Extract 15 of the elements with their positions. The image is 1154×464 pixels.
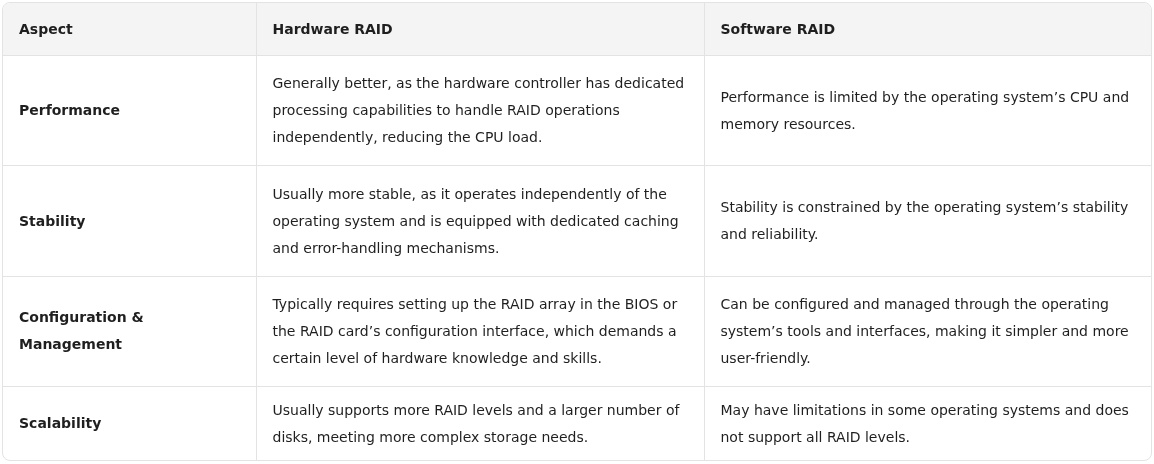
cell-text: Stability is constrained by the operating system’s stability and reliability. bbox=[720, 199, 1129, 243]
cell-text: Generally better, as the hardware controller has dedicated processing capabilities to handle RAID operations independently, reducing the CPU load. bbox=[272, 75, 685, 146]
column-header: Hardware RAID bbox=[272, 20, 393, 37]
row-header: Performance bbox=[19, 102, 121, 119]
row-header: Configuration & Management bbox=[19, 309, 144, 353]
cell-text: Can be configured and managed through the operating system’s tools and interfaces, making it simpler and more user-friendly. bbox=[720, 295, 1129, 366]
row-header: Scalability bbox=[19, 415, 102, 432]
cell-text: Usually supports more RAID levels and a larger number of disks, meeting more complex storage needs. bbox=[272, 401, 680, 445]
cell-text: Performance is limited by the operating system’s CPU and memory resources. bbox=[720, 88, 1130, 132]
cell-text: Typically requires setting up the RAID array in the BIOS or the RAID card’s configuration interface, which demands a certain level of hardware knowledge and skills. bbox=[272, 295, 678, 366]
column-header: Software RAID bbox=[720, 20, 836, 37]
column-header: Aspect bbox=[19, 20, 73, 37]
row-header: Stability bbox=[19, 212, 86, 229]
cell-text: May have limitations in some operating systems and does not support all RAID levels. bbox=[720, 401, 1129, 445]
cell-text: Usually more stable, as it operates independently of the operating system and is equipped with dedicated caching and error-handling mechanisms. bbox=[272, 185, 679, 256]
